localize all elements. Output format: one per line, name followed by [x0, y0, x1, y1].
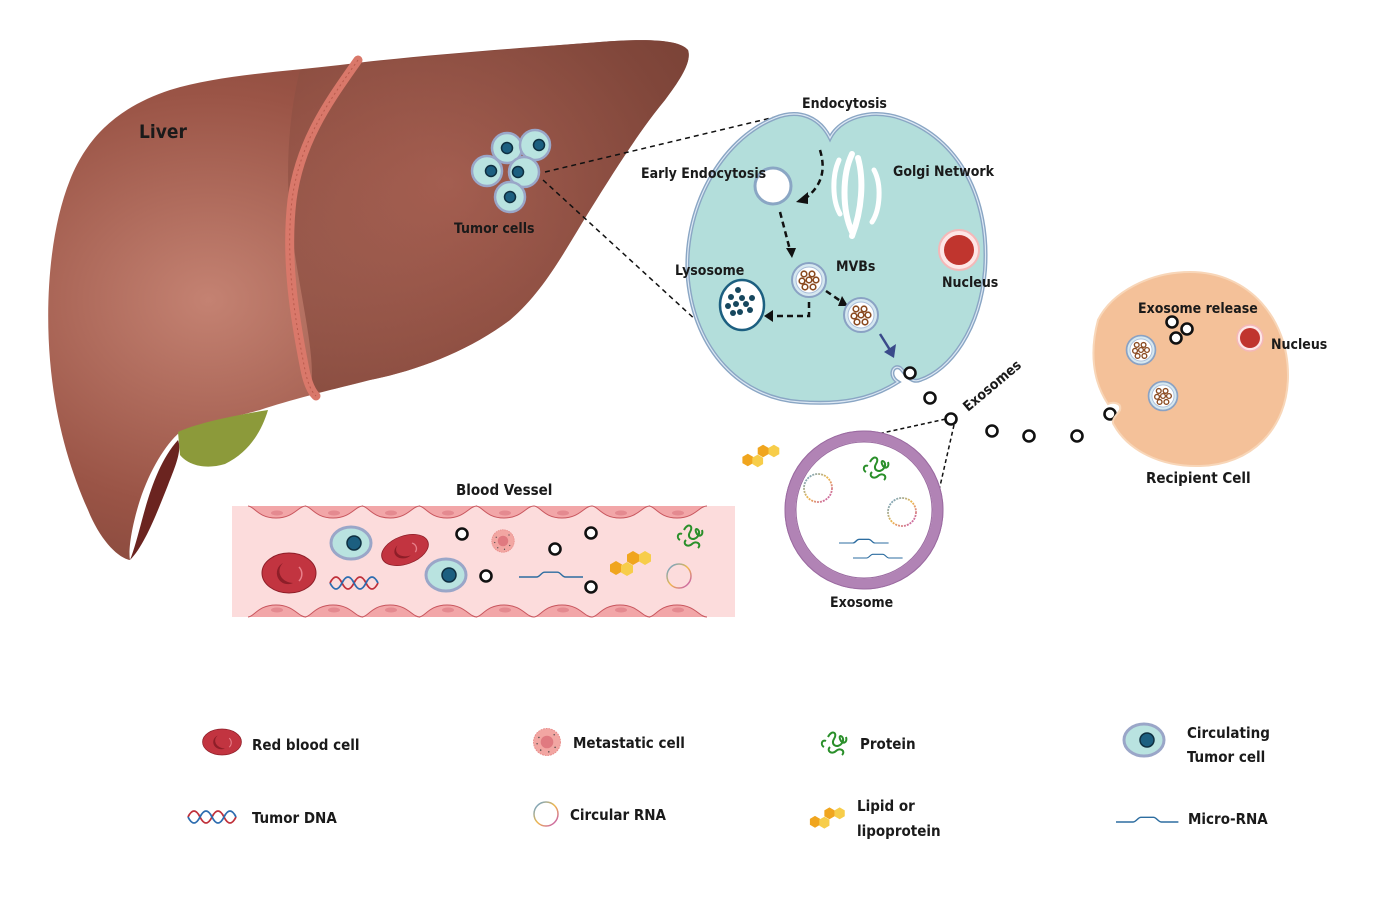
lysosome — [718, 278, 766, 332]
legend-item-red-blood-cell: Red blood cell — [202, 728, 359, 756]
liver-illustration: Liver — [48, 40, 689, 561]
vessel-circulating-tumor-cell — [329, 525, 373, 561]
early-endosome — [753, 166, 793, 206]
label-exosome-release: Exosome release — [1138, 301, 1258, 317]
exosome-lipid — [742, 444, 780, 468]
mvb-2 — [843, 297, 879, 333]
golgi-network — [831, 151, 882, 239]
zoom-callout-lines — [542, 116, 776, 323]
lipid-icon — [809, 807, 845, 829]
svg-text:Red blood cell: Red blood cell — [252, 736, 359, 754]
svg-text:Tumor DNA: Tumor DNA — [252, 809, 337, 827]
svg-text:Protein: Protein — [860, 735, 916, 753]
legend-item-lipid: Lipid or lipoprotein — [809, 797, 941, 840]
protein-icon — [820, 731, 848, 756]
vessel-circulating-tumor-cell — [424, 557, 468, 593]
tumor-cell-cluster: Tumor cells — [454, 128, 552, 237]
label-early-endocytosis: Early Endocytosis — [641, 166, 766, 182]
svg-text:Micro-RNA: Micro-RNA — [1188, 810, 1268, 828]
vessel-metastatic-cell — [491, 529, 515, 553]
label-exosomes: Exosomes — [960, 357, 1024, 415]
blood-vessel: Blood Vessel — [232, 481, 735, 618]
label-lysosome: Lysosome — [675, 263, 744, 279]
exosome-circular-rna — [803, 473, 833, 503]
recipient-cell-membrane — [1092, 270, 1290, 468]
label-liver: Liver — [139, 121, 187, 143]
donor-cell: Endocytosis Early Endocytosis Golgi Netw… — [641, 96, 998, 405]
gallbladder — [178, 410, 268, 467]
tumor-dna-icon — [187, 810, 237, 824]
svg-text:Tumor cell: Tumor cell — [1187, 748, 1265, 766]
svg-text:lipoprotein: lipoprotein — [857, 822, 941, 840]
svg-text:Circular RNA: Circular RNA — [570, 806, 667, 824]
label-blood-vessel: Blood Vessel — [456, 481, 552, 499]
label-golgi-network: Golgi Network — [893, 164, 995, 180]
label-nucleus-recipient: Nucleus — [1271, 337, 1327, 353]
legend-item-circulating-tumor-cell: Circulating Tumor cell — [1122, 722, 1270, 766]
label-mvbs: MVBs — [836, 259, 875, 275]
svg-text:Lipid or: Lipid or — [857, 797, 915, 815]
circulating-tumor-cell-icon — [1122, 722, 1166, 758]
mvb-1 — [791, 262, 827, 298]
legend-item-tumor-dna: Tumor DNA — [187, 809, 337, 827]
label-tumor-cells: Tumor cells — [454, 221, 535, 237]
metastatic-cell-icon — [533, 728, 561, 756]
label-nucleus-donor: Nucleus — [942, 275, 998, 291]
legend-item-micro-rna: Micro-RNA — [1115, 810, 1268, 828]
circular-rna-icon — [533, 801, 559, 827]
pathway-arrows — [772, 149, 843, 318]
exosome-circular-rna — [887, 497, 917, 527]
label-endocytosis: Endocytosis — [802, 96, 887, 112]
recipient-cell: Exosome release Nucleus Recipient Cell — [1092, 270, 1327, 487]
recipient-mvb — [1125, 334, 1157, 366]
vessel-red-blood-cell — [261, 552, 317, 594]
svg-text:Metastatic cell: Metastatic cell — [573, 734, 685, 752]
legend-item-circular-rna: Circular RNA — [533, 801, 667, 827]
red-blood-cell-icon — [202, 728, 242, 756]
legend: Red blood cell Metastatic cell Protein C… — [187, 722, 1270, 840]
micro-rna-icon — [1115, 816, 1180, 823]
vessel-circular-rna — [666, 563, 692, 589]
legend-item-protein: Protein — [820, 731, 916, 756]
recipient-mvb — [1147, 380, 1179, 412]
exosome-detail: Exosome — [742, 418, 955, 611]
svg-text:Circulating: Circulating — [1187, 724, 1270, 742]
label-recipient-cell: Recipient Cell — [1146, 469, 1251, 487]
label-exosome: Exosome — [830, 595, 893, 611]
legend-item-metastatic-cell: Metastatic cell — [533, 728, 685, 756]
